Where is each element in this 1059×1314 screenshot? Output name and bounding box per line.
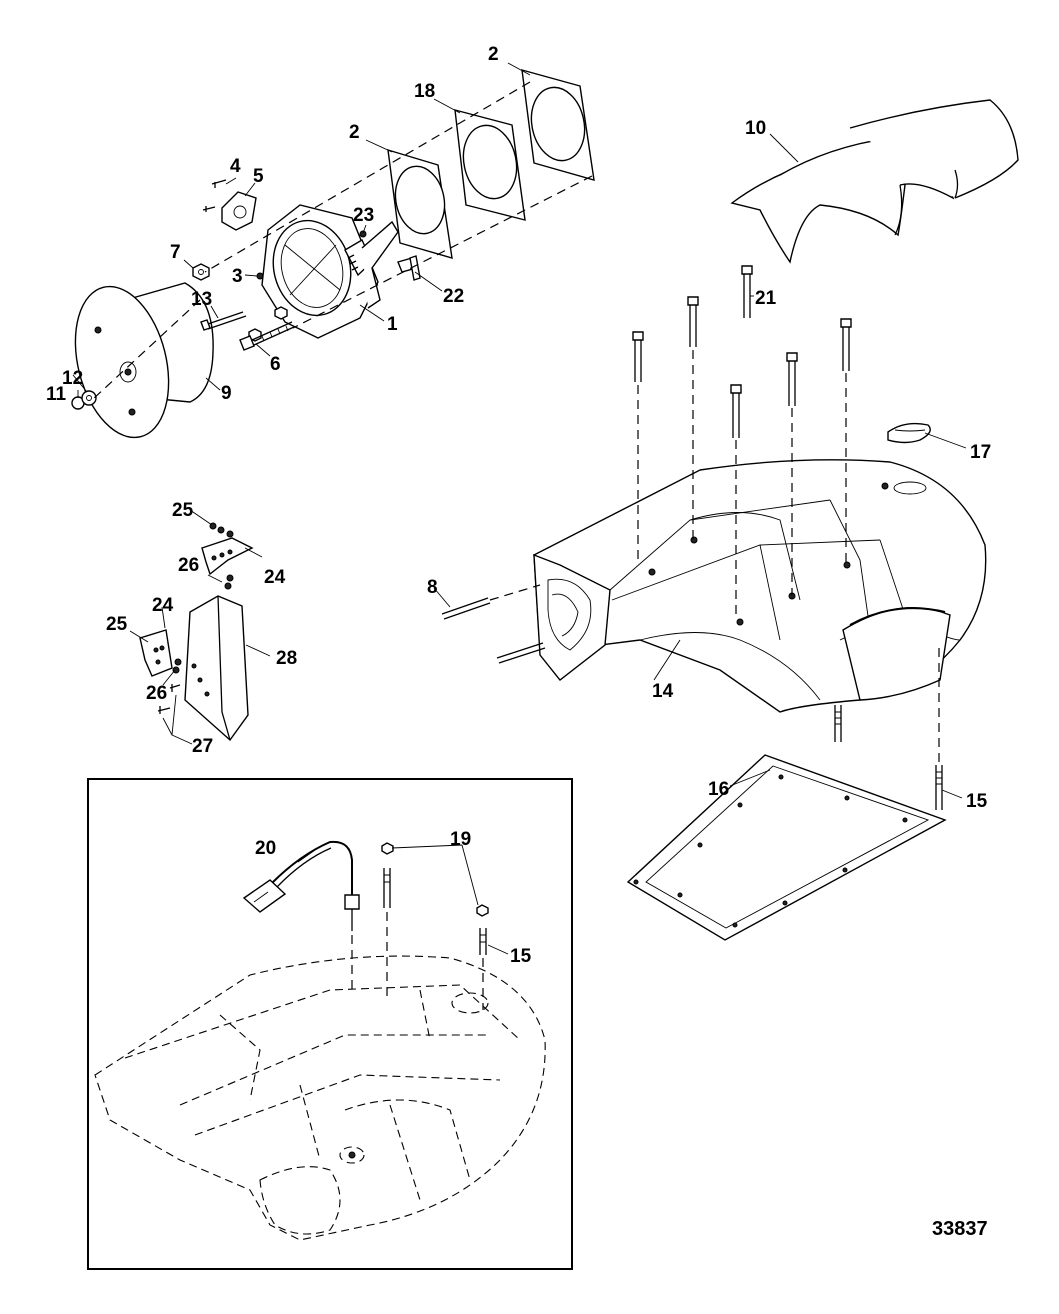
temperature-sensor-part — [242, 840, 360, 931]
nut-part — [274, 306, 288, 320]
callout-6: 6 — [270, 354, 281, 375]
plug-part — [359, 230, 367, 238]
bolt-part — [239, 321, 295, 351]
plenum-ghost — [94, 955, 546, 1241]
gasket-part — [521, 69, 595, 181]
callout-labels: 2 18 2 4 5 23 7 3 22 13 1 6 12 11 9 10 2… — [46, 44, 991, 1240]
callout-17: 17 — [970, 442, 991, 463]
callout-25: 25 — [106, 614, 128, 635]
callout-23: 23 — [353, 205, 374, 226]
callout-8: 8 — [427, 577, 438, 598]
bolt-part — [632, 265, 852, 438]
callout-19: 19 — [450, 829, 471, 850]
bracket-part — [201, 537, 254, 576]
callout-20: 20 — [255, 838, 276, 859]
callout-22: 22 — [443, 286, 464, 307]
clip-part — [887, 422, 931, 444]
gasket-part — [454, 109, 526, 221]
stud-part — [834, 705, 943, 810]
stud-part — [381, 842, 489, 955]
leader-lines — [72, 62, 967, 955]
callout-24: 24 — [264, 567, 286, 588]
alignment-line — [489, 584, 541, 601]
stud-part — [200, 311, 247, 331]
callout-18: 18 — [414, 81, 435, 102]
callout-4: 4 — [230, 156, 241, 177]
stud-part — [441, 597, 546, 664]
alignment-line — [91, 299, 201, 401]
callout-26: 26 — [146, 683, 167, 704]
callout-2: 2 — [488, 44, 499, 65]
callout-11: 11 — [46, 384, 67, 405]
cover-part — [730, 99, 1019, 264]
alignment-line — [292, 175, 593, 329]
nut-part — [192, 263, 210, 281]
callout-24: 24 — [152, 595, 174, 616]
fitting-part — [397, 255, 421, 281]
callout-27: 27 — [192, 736, 213, 757]
bracket-part — [172, 574, 249, 742]
throttle-sensor-part — [202, 179, 257, 231]
bracket-part — [139, 629, 173, 677]
callout-1: 1 — [387, 314, 398, 335]
callout-28: 28 — [276, 648, 297, 669]
callout-26: 26 — [178, 555, 199, 576]
callout-16: 16 — [708, 779, 729, 800]
callout-25: 25 — [172, 500, 194, 521]
callout-14: 14 — [652, 681, 674, 702]
callout-12: 12 — [62, 368, 83, 389]
screw-part — [157, 684, 181, 714]
callout-3: 3 — [232, 266, 243, 287]
callout-21: 21 — [755, 288, 777, 309]
callout-9: 9 — [221, 383, 232, 404]
callout-10: 10 — [745, 118, 766, 139]
nut-washer-part — [71, 390, 97, 410]
screw-part — [209, 522, 234, 538]
gasket-part — [387, 149, 453, 259]
gasket-part — [626, 754, 947, 941]
callout-15: 15 — [510, 946, 532, 967]
callout-13: 13 — [191, 289, 212, 310]
plug-part — [256, 272, 264, 280]
callout-15: 15 — [966, 791, 988, 812]
callout-5: 5 — [253, 166, 264, 187]
detail-inset-frame — [87, 778, 573, 1270]
throttle-body-part — [261, 204, 399, 339]
callout-7: 7 — [170, 242, 181, 263]
figure-number: 33837 — [932, 1218, 988, 1240]
plenum-part — [533, 459, 987, 713]
callout-2: 2 — [349, 122, 360, 143]
alignment-line — [204, 81, 531, 273]
